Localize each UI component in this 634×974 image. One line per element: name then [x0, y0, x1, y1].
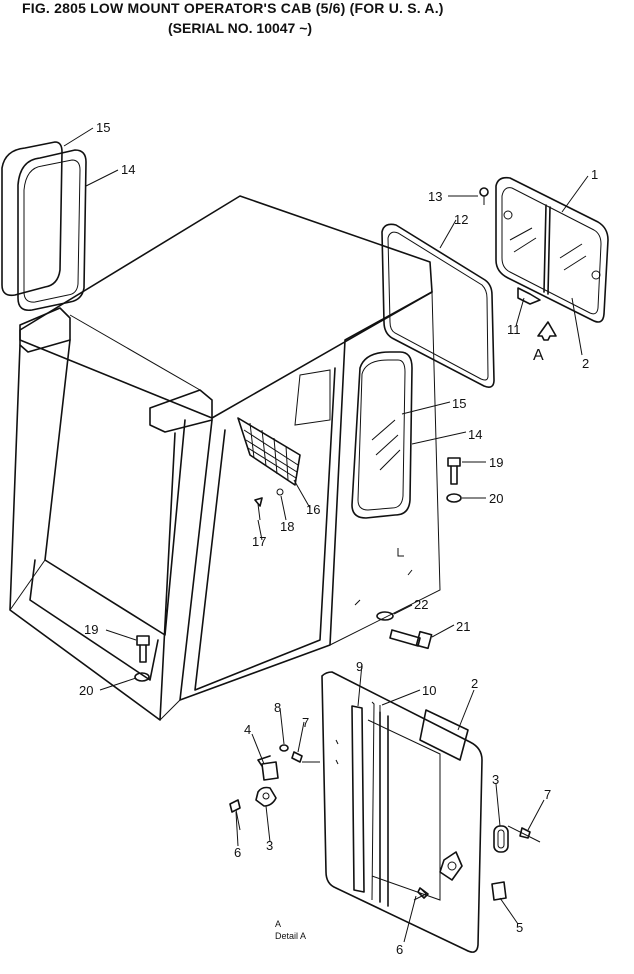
figure-title: FIG. 2805 LOW MOUNT OPERATOR'S CAB (5/6)…	[22, 0, 444, 16]
callout-9-seal: 9	[356, 659, 363, 674]
detail-a-caption: A Detail A	[275, 918, 306, 942]
front-window-gasket	[381, 223, 495, 388]
figure-subtitle: (SERIAL NO. 10047 ~)	[168, 20, 313, 36]
sliding-window-assembly	[479, 176, 609, 341]
callout-2-door-glass: 2	[471, 676, 478, 691]
callout-8-washer: 8	[274, 700, 281, 715]
callout-5-striker: 5	[516, 920, 523, 935]
callout-19-bolt-left: 19	[84, 622, 98, 637]
detail-a-parts	[229, 744, 320, 831]
detail-a-label: Detail A	[275, 931, 307, 941]
callout-17-screw: 17	[252, 534, 266, 549]
callout-3-catch-right: 3	[492, 772, 499, 787]
callout-6-bolt-left: 6	[234, 845, 241, 860]
callout-13-screw: 13	[428, 189, 442, 204]
callout-15-left-glass: 15	[96, 120, 110, 135]
door-panel-exploded	[321, 671, 531, 953]
callout-12-front-gasket: 12	[454, 212, 468, 227]
callout-11-latch: 11	[507, 322, 521, 337]
callout-7-screw-right: 7	[544, 787, 551, 802]
callout-4-bracket: 4	[244, 722, 251, 737]
view-marker-a: A	[533, 347, 544, 364]
detail-a-marker: A	[275, 919, 294, 929]
left-window-assembly	[1, 141, 87, 312]
leader-lines	[63, 127, 589, 943]
callout-15-door-glass: 15	[452, 396, 466, 411]
callout-22-washer: 22	[414, 597, 428, 612]
callout-7-screw-upper: 7	[302, 715, 309, 730]
callout-16-net: 16	[306, 502, 320, 517]
callout-3-catch-left: 3	[266, 838, 273, 853]
callout-1-sliding-window: 1	[591, 167, 598, 182]
callout-21-bolt: 21	[456, 619, 470, 634]
callout-10-strip: 10	[422, 683, 436, 698]
callout-6-bolt-bottom: 6	[396, 942, 403, 957]
callout-18-washer: 18	[280, 519, 294, 534]
callout-19-bolt-right: 19	[489, 455, 503, 470]
callout-labels: 15 14 12 13 1 2 11 A 15 14 16 17 18 19 2…	[79, 120, 598, 957]
callout-2-sliding-glass: 2	[582, 356, 589, 371]
callout-14-left-gasket: 14	[121, 162, 135, 177]
bolts-washers	[134, 457, 462, 682]
callout-20-washer-left: 20	[79, 683, 93, 698]
cab-body	[9, 195, 441, 721]
callout-14-door-gasket: 14	[468, 427, 482, 442]
callout-20-washer-right: 20	[489, 491, 503, 506]
